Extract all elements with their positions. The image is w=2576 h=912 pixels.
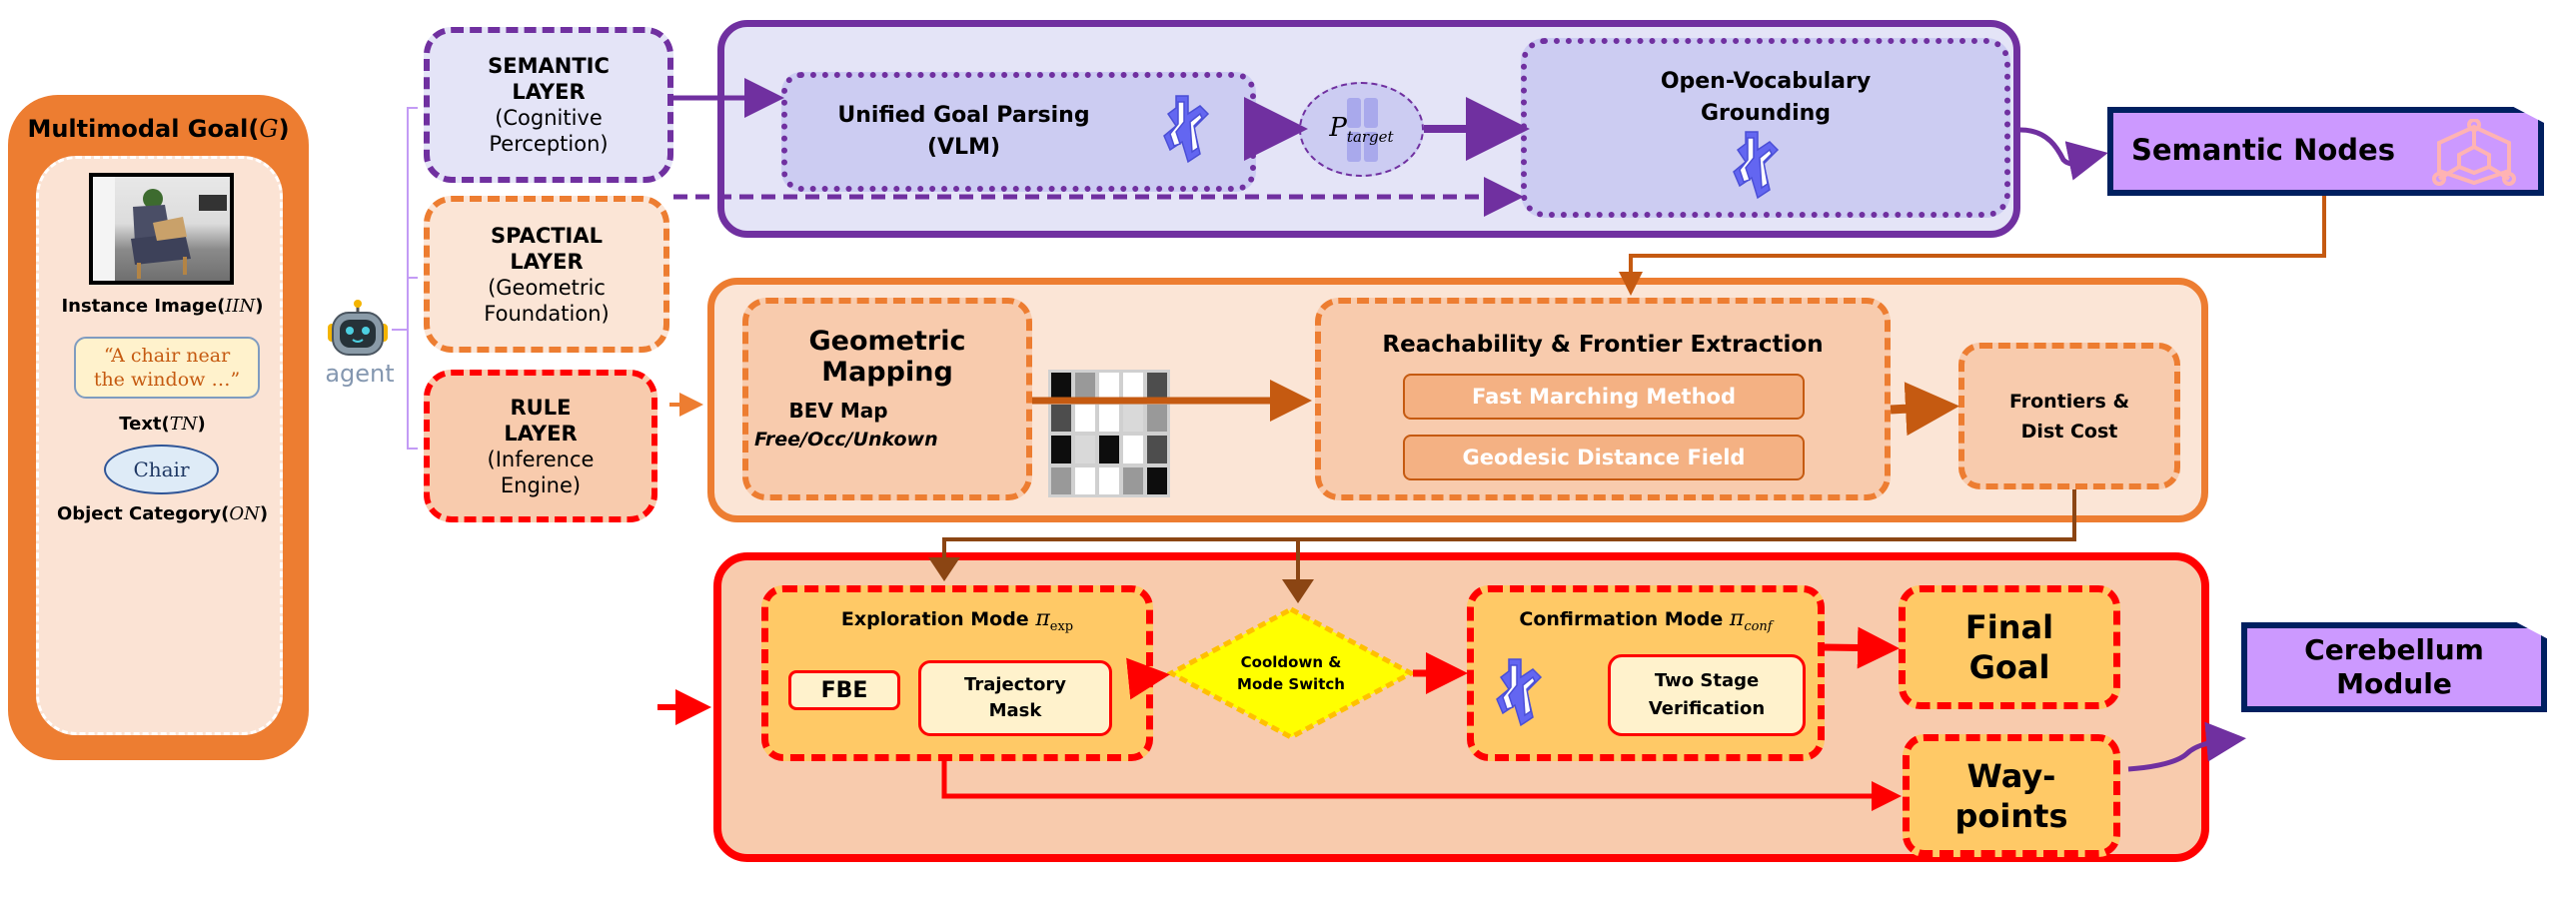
- bev-grid-cell: [1147, 373, 1167, 401]
- rule-layer-box[interactable]: RULE LAYER (Inference Engine): [424, 370, 657, 522]
- exploration-mode-title: Exploration Mode πexp: [840, 606, 1074, 634]
- semantic-layer-box[interactable]: SEMANTIC LAYER (Cognitive Perception): [424, 27, 673, 183]
- cerebellum-module-box[interactable]: Cerebellum Module: [2241, 622, 2547, 712]
- connector-frontiers-to-exploration: [928, 489, 2076, 581]
- arrow-reachability-to-frontiers: [1890, 382, 1959, 437]
- object-category-ellipse: Chair: [104, 445, 219, 494]
- fast-marching-method-button[interactable]: Fast Marching Method: [1403, 374, 1805, 420]
- reachability-frontier-box[interactable]: Reachability & Frontier Extraction Fast …: [1315, 298, 1891, 500]
- text-goal-box: “A chair near the window …”: [74, 337, 260, 399]
- connector-semantic-nodes-to-reachability: [1619, 196, 2326, 296]
- frontiers-dist-cost-box[interactable]: Frontiers & Dist Cost: [1958, 343, 2180, 489]
- spatial-layer-box[interactable]: SPACTIAL LAYER (Geometric Foundation): [424, 196, 669, 353]
- text-goal-line1: “A chair near: [103, 345, 231, 367]
- multimodal-goal-panel: Multimodal Goal(G) Instance Image(IIN): [8, 95, 309, 760]
- arrow-goal-to-cerebellum: [2127, 721, 2246, 772]
- arrow-exploration-to-waypoints: [941, 761, 1902, 811]
- bev-grid-cell: [1075, 466, 1095, 494]
- bev-grid-cell: [1099, 466, 1119, 494]
- confirmation-mode-title: Confirmation Mode πconf: [1519, 606, 1773, 634]
- qwen-logo-icon: [1487, 655, 1551, 733]
- geodesic-distance-field-button[interactable]: Geodesic Distance Field: [1403, 435, 1805, 480]
- graph-cube-icon: [2431, 118, 2517, 191]
- bev-grid-cell: [1075, 436, 1095, 463]
- qwen-logo-icon: [1724, 128, 1788, 206]
- p-target-label: Ptarget: [1329, 112, 1394, 147]
- exploration-mode-box[interactable]: Exploration Mode πexp FBE Trajectory Mas…: [761, 585, 1153, 761]
- text-goal-line2: the window …”: [93, 369, 241, 391]
- goal-panel-title: Multimodal Goal(G): [27, 115, 290, 143]
- bev-grid-cell: [1051, 404, 1071, 432]
- qwen-logo-icon: [1154, 92, 1218, 170]
- bev-grid-cell: [1123, 373, 1143, 401]
- bev-grid-cell: [1051, 466, 1071, 494]
- arrow-confirmation-to-final-goal: [1824, 626, 1900, 669]
- trajectory-mask-button[interactable]: Trajectory Mask: [918, 660, 1112, 736]
- bev-grid-cell: [1123, 436, 1143, 463]
- semantic-nodes-label: Semantic Nodes: [2131, 133, 2395, 167]
- bev-map-label: BEV Map: [788, 399, 888, 423]
- bev-grid-cell: [1147, 404, 1167, 432]
- cooldown-mode-switch-diamond[interactable]: Cooldown & Mode Switch: [1165, 605, 1417, 741]
- bev-grid-cell: [1099, 404, 1119, 432]
- final-goal-box[interactable]: Final Goal: [1899, 585, 2120, 709]
- object-category-label: Object Category(ON): [56, 503, 269, 524]
- bev-grid-cell: [1075, 404, 1095, 432]
- text-label: Text(TN): [119, 414, 206, 435]
- bev-grid-cell: [1147, 466, 1167, 494]
- fbe-button[interactable]: FBE: [788, 670, 900, 710]
- arrow-exploration-to-mode-switch: [1126, 657, 1170, 700]
- bev-grid-cell: [1051, 373, 1071, 401]
- bev-grid-cell: [1123, 404, 1143, 432]
- bev-grid-cell: [1099, 436, 1119, 463]
- p-target-node: Ptarget: [1299, 82, 1424, 177]
- robot-icon: [325, 300, 391, 360]
- arrow-grounding-to-semantic-nodes: [2019, 127, 2108, 181]
- bev-grid-cell: [1147, 436, 1167, 463]
- reachability-title: Reachability & Frontier Extraction: [1382, 332, 1824, 358]
- instance-image-label: Instance Image(IIN): [61, 296, 264, 317]
- chair-photo-icon: [93, 177, 227, 281]
- bev-grid-cell: [1123, 466, 1143, 494]
- agent-bracket-line: [392, 107, 418, 450]
- semantic-nodes-box[interactable]: Semantic Nodes: [2107, 107, 2544, 196]
- bev-grid-cell: [1099, 373, 1119, 401]
- goal-inner-box: Instance Image(IIN) “A chair near the wi…: [36, 156, 283, 735]
- bev-occupancy-grid: [1048, 370, 1170, 497]
- agent-label: agent: [325, 360, 395, 388]
- waypoints-box[interactable]: Way- points: [1903, 734, 2120, 857]
- bev-grid-cell: [1051, 436, 1071, 463]
- bev-map-states: Free/Occ/Unkown: [754, 429, 938, 451]
- geometric-mapping-box[interactable]: Geometric Mapping BEV Map Free/Occ/Unkow…: [742, 298, 1170, 500]
- geometric-mapping-title: Geometric Mapping: [808, 326, 966, 388]
- unified-goal-parsing-box[interactable]: Unified Goal Parsing (VLM): [781, 72, 1256, 192]
- two-stage-verification-button[interactable]: Two Stage Verification: [1608, 654, 1806, 736]
- bev-grid-cell: [1075, 373, 1095, 401]
- instance-image: [89, 173, 234, 285]
